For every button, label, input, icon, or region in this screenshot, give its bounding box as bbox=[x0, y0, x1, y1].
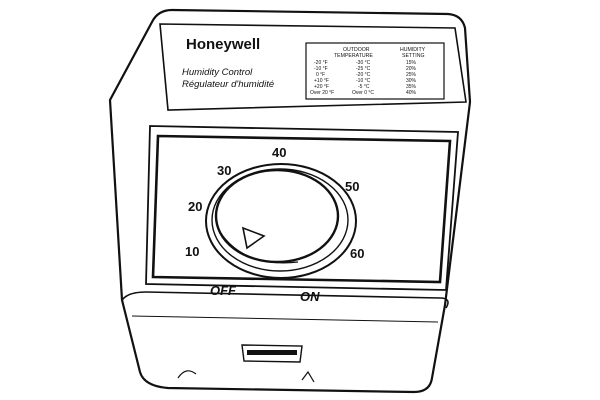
table-cell-c: -10 °C bbox=[356, 78, 371, 84]
title-english: Humidity Control bbox=[182, 67, 253, 78]
humidity-table-box bbox=[305, 42, 445, 100]
table-header-setting: SETTING bbox=[402, 53, 424, 59]
table-cell-f: Over 20 °F bbox=[310, 90, 334, 96]
dial-off-label: OFF bbox=[210, 283, 237, 298]
table-cell-c: Over 0 °C bbox=[352, 90, 374, 96]
table-cell-rh: 35% bbox=[406, 84, 417, 90]
table-cell-f: +10 °F bbox=[314, 78, 329, 84]
table-cell-rh: 15% bbox=[406, 60, 417, 66]
dial-on-label: ON bbox=[300, 289, 320, 304]
table-header-outdoor: OUTDOOR bbox=[343, 47, 370, 53]
table-header-humidity: HUMIDITY bbox=[400, 47, 426, 53]
brand-logo: Honeywell bbox=[186, 36, 260, 53]
humidity-dial-knob[interactable] bbox=[214, 168, 340, 264]
table-cell-f: +20 °F bbox=[314, 84, 329, 90]
housing-lower-ledge bbox=[121, 291, 449, 309]
dial-label-20: 20 bbox=[188, 199, 202, 214]
table-cell-c: -5 °C bbox=[358, 84, 370, 90]
table-cell-rh: 30% bbox=[406, 78, 417, 84]
table-cell-rh: 25% bbox=[406, 72, 417, 78]
table-cell-f: -20 °F bbox=[314, 60, 328, 66]
table-cell-c: -25 °C bbox=[356, 66, 371, 72]
dial-label-30: 30 bbox=[217, 163, 231, 178]
table-cell-c: -30 °C bbox=[356, 60, 371, 66]
table-cell-f: 0 °F bbox=[316, 72, 325, 78]
dial-label-10: 10 bbox=[185, 244, 199, 259]
table-header-temperature: TEMPERATURE bbox=[334, 53, 373, 59]
mounting-notch-right bbox=[301, 370, 315, 383]
dial-label-40: 40 bbox=[272, 145, 286, 160]
humidity-table: OUTDOOR TEMPERATURE HUMIDITY SETTING -20… bbox=[310, 47, 426, 96]
mounting-notch-left bbox=[177, 370, 197, 379]
table-cell-f: -10 °F bbox=[314, 66, 328, 72]
dial-label-60: 60 bbox=[350, 246, 364, 261]
bottom-slot bbox=[241, 344, 303, 363]
dial-pointer-icon bbox=[241, 226, 266, 250]
dial-label-50: 50 bbox=[345, 179, 359, 194]
table-cell-rh: 40% bbox=[406, 90, 417, 96]
table-cell-c: -20 °C bbox=[356, 72, 371, 78]
table-cell-rh: 20% bbox=[406, 66, 417, 72]
title-french: Régulateur d'humidité bbox=[182, 79, 274, 90]
